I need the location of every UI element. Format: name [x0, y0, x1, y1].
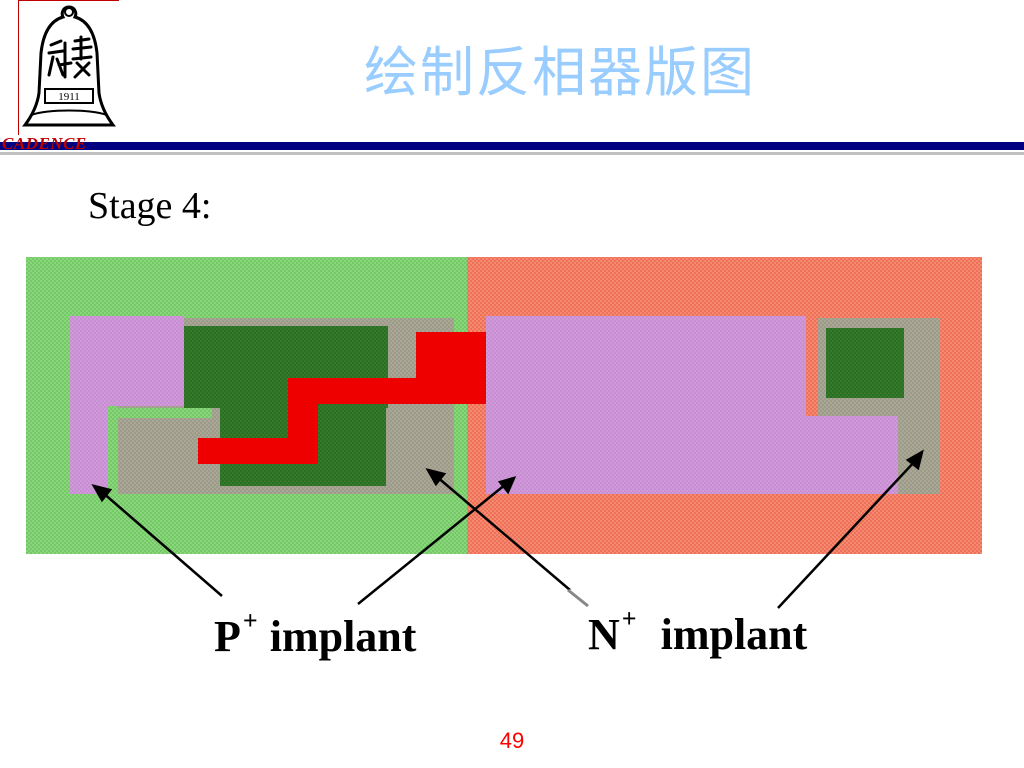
seal-year: 1911 — [58, 91, 80, 103]
arrowhead-n-left — [425, 468, 447, 487]
arrowhead-p-right — [497, 476, 517, 495]
arrow-p-right — [357, 483, 507, 605]
arrow-p-left — [101, 491, 223, 597]
p-label-word: implant — [269, 612, 417, 661]
stage-label: Stage 4: — [88, 185, 212, 227]
n-implant-label: N+ implant — [588, 604, 807, 660]
metal-right — [486, 316, 898, 494]
arrow-n-left-tail — [567, 588, 589, 608]
green-notch-left — [106, 408, 212, 418]
arrowhead-p-left — [91, 484, 113, 503]
arrow-n-left — [435, 475, 571, 591]
p-label-main: P — [214, 612, 241, 661]
gate-poly — [198, 332, 486, 464]
metal-left — [70, 316, 184, 494]
n-label-word: implant — [660, 610, 808, 659]
page-number: 49 — [499, 728, 525, 753]
logo: 1911 — [18, 0, 119, 135]
n-label-sup: + — [621, 604, 637, 633]
p-label-sup: + — [242, 606, 258, 635]
header-rule — [0, 142, 1024, 150]
bell-seal-icon: 1911 — [22, 5, 116, 127]
p-implant-label: P+ implant — [214, 606, 416, 662]
n-label-main: N — [588, 610, 620, 659]
arrow-n-right — [777, 459, 917, 609]
cadence-logo-text: CADENCE — [2, 134, 87, 153]
arrowhead-n-right — [905, 449, 924, 471]
header-rule-shadow — [0, 152, 1024, 155]
contact-right — [826, 328, 904, 398]
slide-title: 绘制反相器版图 — [364, 41, 756, 104]
